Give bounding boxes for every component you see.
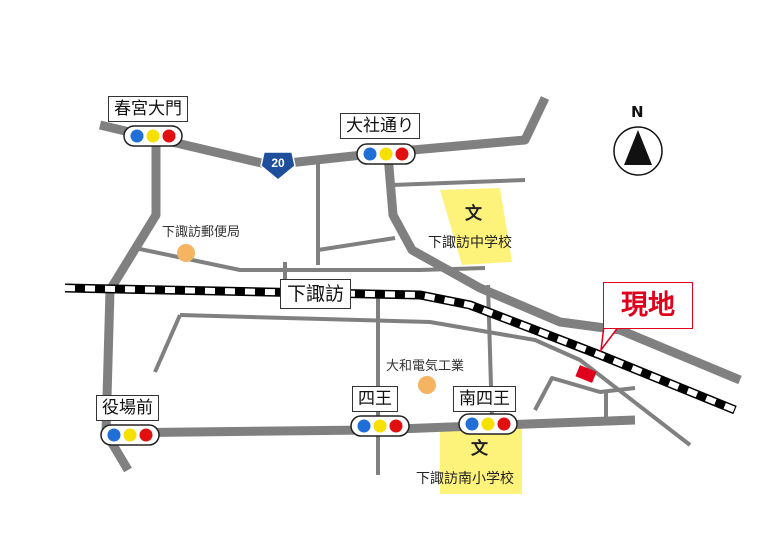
north-arrow-icon (613, 126, 663, 176)
signal-label-minami-shio: 南四王 (453, 386, 516, 412)
junior-high-school-label: 下諏訪中学校 (428, 235, 512, 251)
junior-high-school-area (440, 188, 512, 265)
company-label: 大和電気工業 (386, 359, 465, 374)
north-label: N (631, 103, 644, 121)
site-marker (575, 365, 597, 383)
station-label: 下諏訪 (280, 279, 352, 309)
signal-label-yakuba-mae: 役場前 (96, 395, 159, 421)
post-office-label: 下諏訪郵便局 (162, 225, 241, 240)
elementary-school-label: 下諏訪南小学校 (416, 471, 514, 487)
site-callout-pointer (599, 325, 621, 353)
north-south-road-east (383, 154, 742, 385)
school-symbol-icon: 文 (465, 204, 482, 224)
signal-label-taisha-dori: 大社通り (340, 113, 420, 139)
company-marker (418, 376, 436, 394)
route-20-shield-icon: 20 (260, 151, 296, 181)
post-office-marker (177, 244, 195, 262)
school-symbol-icon: 文 (471, 439, 488, 459)
elementary-school-area (440, 424, 522, 494)
signal-label-kasuga-daimon: 春宮大門 (108, 96, 188, 122)
railway (64, 283, 737, 415)
signal-label-shio: 四王 (352, 386, 398, 412)
route-number: 20 (271, 156, 285, 170)
site-label: 現地 (603, 282, 693, 329)
